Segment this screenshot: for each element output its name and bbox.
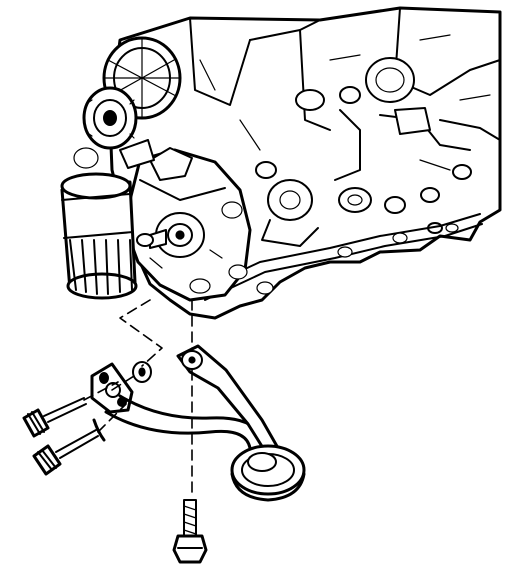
assembly-leader-lines [83,299,193,497]
pickup-tube-icon [90,344,280,464]
mounting-bolt-upper [22,397,87,438]
bolt-icon [22,397,208,564]
pickup-screen-icon [230,444,306,502]
oil-filter-icon [60,172,138,300]
mounting-bolt-vertical [172,499,208,564]
gasket-icon [132,361,152,383]
mounting-bolt-lower [32,429,99,476]
sprocket-icon [82,36,182,150]
